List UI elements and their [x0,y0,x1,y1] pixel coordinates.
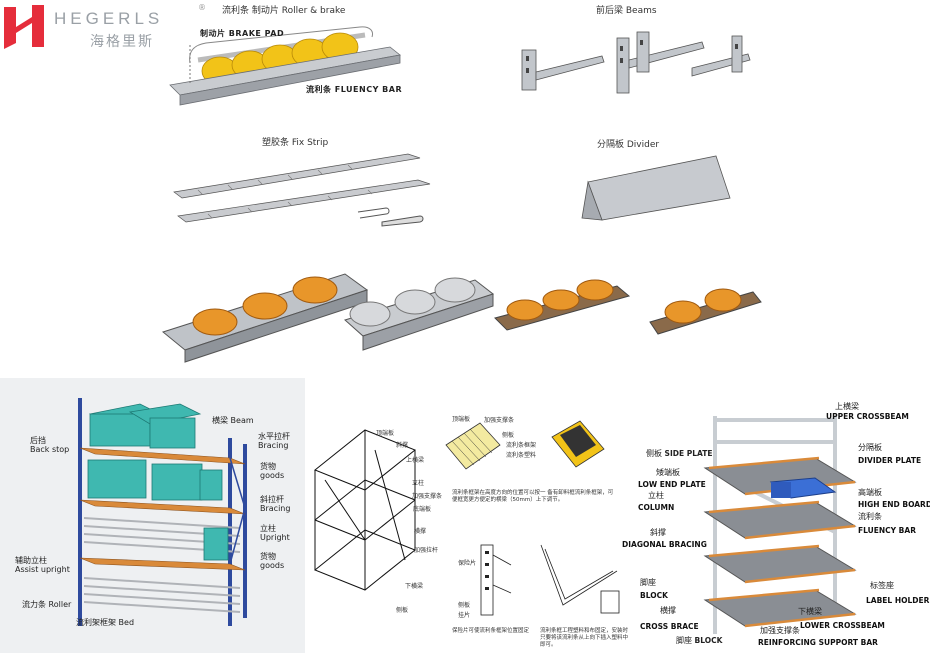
clip-caption-right: 流利条框工程塑料和布固定，安装时只要将该流利条从上向下插入塑料中即可。 [540,628,629,648]
flowrack-label-reinforcing-en: REINFORCING SUPPORT BAR [758,638,878,647]
clip-label-0: 侧板 [458,602,471,609]
flowrack-label-upper-crossbeam-en: UPPER CROSSBEAM [826,412,909,421]
frame-label-3: 立柱 [412,480,425,487]
detail-note: 流利条框架在高度方向的位置可以按一 备有卸料框流利条框架，可便框宽更方便定的横梁… [452,490,614,503]
rack-label-beam: 横梁 Beam [212,416,254,425]
flowrack-label-label-holder-en: LABEL HOLDER [866,596,930,605]
flow-rack-illustration [703,416,857,634]
flowrack-label-block-2: 脚座 BLOCK [676,636,723,645]
divider-title: 分隔板 Divider [597,140,660,150]
frame-label-4: 加强支撑条 [412,493,443,500]
brake-pad-label: 制动片 BRAKE PAD [200,29,285,38]
brand-name-cn: 海格里斯 [90,34,154,50]
detail-label-4: 流利条塑料 [506,452,537,459]
frame-label-7: 加强拉杆 [414,547,439,554]
fluency-bar-label: 流利条 FLUENCY BAR [306,85,403,94]
frame-label-6: 横撑 [414,528,427,535]
frame-label-8: 下横梁 [405,583,424,590]
frame-label-2: 上横梁 [406,457,425,464]
detail-label-1: 加强支撑条 [484,417,515,424]
detail-label-0: 顶端板 [452,416,471,423]
rack-illustration [78,398,247,626]
flowrack-label-column-en: COLUMN [638,503,675,512]
fix-strip-title: 塑胶条 Fix Strip [262,138,329,148]
flowrack-label-diag-bracing-en: DIAGONAL BRACING [622,540,707,549]
flowrack-label-fluency-bar-en: FLUENCY BAR [858,526,916,535]
brand-name: HEGERLS [54,9,164,28]
flowrack-label-block-1-en: BLOCK [640,591,668,600]
flowrack-label-block-1: 脚座 [640,578,656,587]
clip-caption-left: 保险片可使流利条框架位置固定 [452,628,530,634]
flowrack-label-cross-brace: 横撑 [660,606,676,615]
logo: HEGERLS ® 海格里斯 [2,3,206,53]
flowrack-label-fluency-bar: 流利条 [858,512,882,521]
flowrack-label-column: 立柱 [648,491,664,500]
logo-mark-icon [2,3,46,51]
frame-label-0: 顶端板 [376,430,395,437]
flowrack-label-low-end-en: LOW END PLATE [638,480,706,489]
clip-detail-drawing [480,544,620,616]
brand-registered: ® [198,3,206,12]
flowrack-label-label-holder: 标签座 [870,581,894,590]
bed-detail-drawing [445,420,605,470]
flowrack-label-lower-crossbeam: 下横梁 [798,607,822,616]
flowrack-label-divider: 分隔板 [858,443,882,452]
frame-label-9: 侧板 [396,607,409,614]
beams-title: 前后梁 Beams [596,6,657,16]
clip-label-1: 挂片 [458,612,471,619]
clip-label-2: 保险片 [458,560,477,567]
flowrack-label-side-plate: 侧板 SIDE PLATE [646,449,713,458]
flowrack-label-high-end-en: HIGH END BOARD [858,500,930,509]
flowrack-label-cross-brace-en: CROSS BRACE [640,622,699,631]
flowrack-label-lower-crossbeam-en: LOWER CROSSBEAM [800,621,885,630]
divider-illustration [581,155,731,221]
detail-label-3: 流利条框架 [506,442,537,449]
beams-illustration [521,31,751,94]
rack-label-bed: 流利架框架 Bed [76,618,135,627]
flowrack-label-divider-en: DIVIDER PLATE [858,456,922,465]
roller-brake-illustration [169,26,401,106]
frame-label-1: 斜撑 [396,442,409,449]
flowrack-label-diag-bracing: 斜撑 [650,528,666,537]
frame-label-5: 底端板 [413,506,432,513]
flowrack-label-high-end: 高端板 [858,488,882,497]
flowrack-label-low-end: 矮端板 [656,468,680,477]
detail-label-2: 侧板 [502,432,515,439]
fix-strip-illustration [173,153,431,227]
rack-label-roller: 流力条 Roller [22,600,72,609]
flowrack-label-reinforcing: 加强支撑条 [760,626,800,635]
flowrack-label-upper-crossbeam: 上横梁 [835,402,859,411]
roller-variants-illustration [161,273,762,363]
roller-brake-title: 流利条 制动片 Roller & brake [222,6,346,16]
frame-line-drawing [314,429,416,591]
